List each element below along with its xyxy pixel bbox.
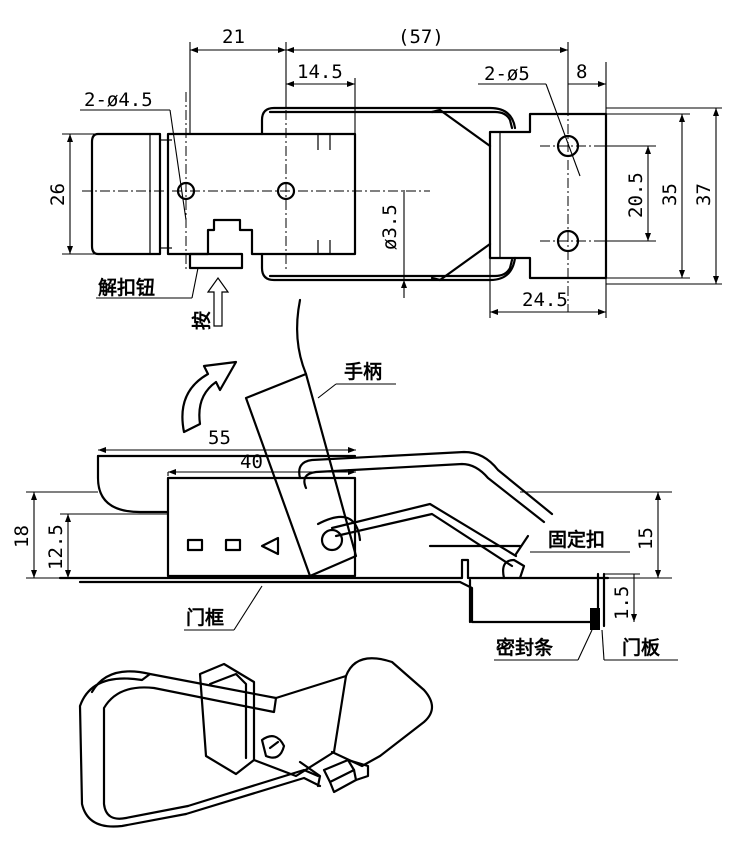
base-plate-outline xyxy=(166,132,357,256)
dim-12-5: 12.5 xyxy=(45,524,67,570)
push-arrow-icon xyxy=(206,276,230,327)
dim-21: 21 xyxy=(222,26,245,48)
hole-small-label: 2-ø4.5 xyxy=(84,89,153,111)
dim-15: 15 xyxy=(635,527,657,550)
wire-bail xyxy=(298,450,554,516)
handle-body xyxy=(244,372,358,578)
dim-20-5: 20.5 xyxy=(625,172,647,218)
dim-24-5: 24.5 xyxy=(522,289,568,311)
seal-strip-label: 密封条 xyxy=(496,636,554,659)
dim-8: 8 xyxy=(576,61,587,83)
rotate-arrow-icon xyxy=(181,360,238,434)
seal-strip-shape xyxy=(590,608,600,630)
hole-large-label: 2-ø5 xyxy=(484,63,530,85)
handle-label: 手柄 xyxy=(344,360,382,383)
press-label: 按 xyxy=(190,311,213,330)
dim-40: 40 xyxy=(240,451,263,473)
release-button-label: 解扣钮 xyxy=(98,276,155,299)
top-view: 21 (57) 14.5 8 2-ø4.5 2-ø5 26 ø3.5 xyxy=(47,26,722,330)
fixed-catch-label: 固定扣 xyxy=(548,528,605,551)
door-panel-label: 门板 xyxy=(622,636,661,659)
catch-plate-outline xyxy=(488,112,608,280)
dim-26: 26 xyxy=(47,183,69,206)
dim-55: 55 xyxy=(208,427,231,449)
dim-18: 18 xyxy=(11,525,33,548)
dim-57: (57) xyxy=(398,26,444,48)
dim-35: 35 xyxy=(659,183,681,206)
door-frame-label: 门框 xyxy=(186,606,224,629)
dim-1-5: 1.5 xyxy=(611,586,633,620)
dim-37: 37 xyxy=(693,183,715,206)
release-button-tab xyxy=(188,252,244,270)
isometric-view xyxy=(78,657,434,828)
dim-3-5: ø3.5 xyxy=(379,204,401,250)
side-view: 55 40 18 12.5 15 1.5 手柄 固定扣 xyxy=(11,298,678,661)
dim-14-5: 14.5 xyxy=(297,61,343,83)
